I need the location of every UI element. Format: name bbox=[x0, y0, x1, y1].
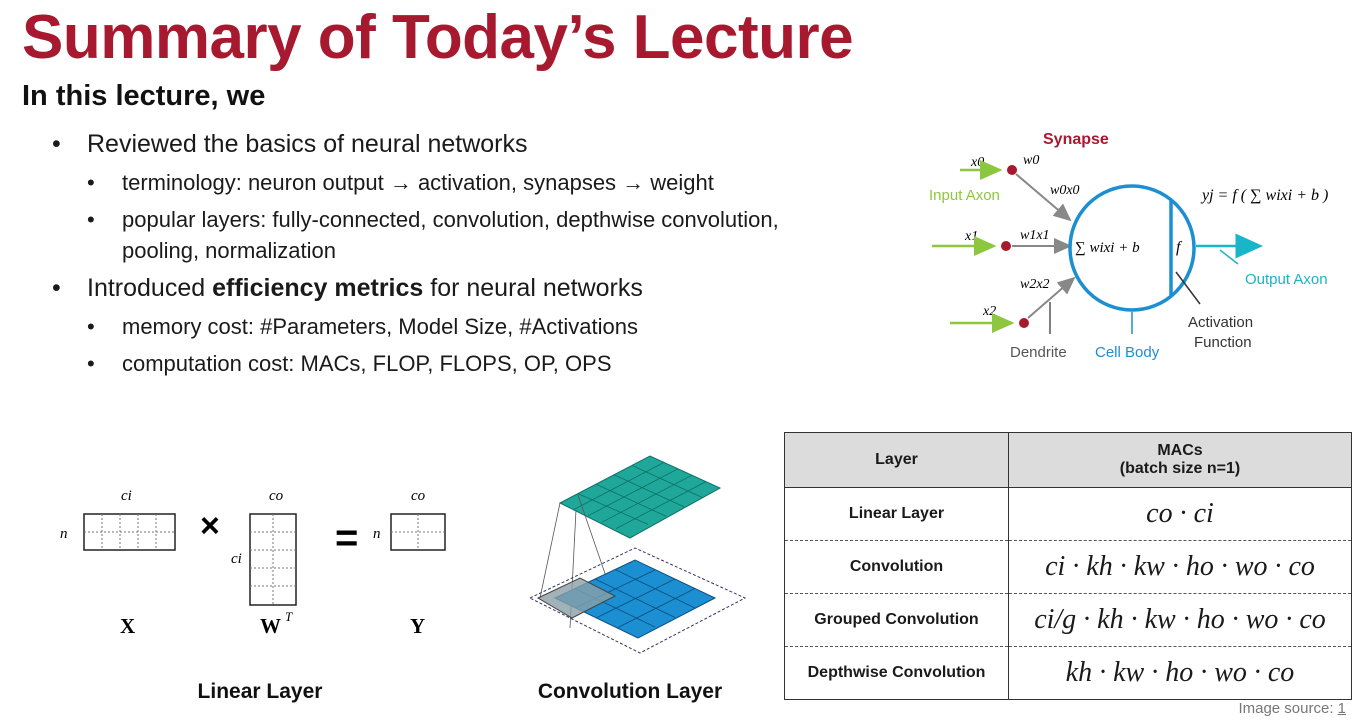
output-feature-map bbox=[558, 455, 722, 539]
image-source-label: Image source: bbox=[1238, 700, 1338, 717]
table-header-macs: MACs(batch size n=1) bbox=[1008, 432, 1352, 488]
synapse-dot-0 bbox=[1007, 165, 1017, 175]
row-layer-name: Grouped Convolution bbox=[784, 593, 1009, 647]
table-row: Linear Layer co · ci bbox=[784, 487, 1352, 541]
input-axon-label: Input Axon bbox=[929, 187, 1000, 204]
transpose-label: T bbox=[285, 609, 293, 624]
w0x0-label: w0x0 bbox=[1050, 183, 1080, 198]
output-equation: yj = f ( ∑ wixi + b ) bbox=[1200, 187, 1328, 204]
w2x2-label: w2x2 bbox=[1020, 277, 1050, 292]
convolution-diagram bbox=[528, 455, 747, 654]
bullet-efficiency-bold: efficiency metrics bbox=[212, 274, 424, 302]
image-source-note: Image source: 1 bbox=[1238, 700, 1346, 717]
macs-table: Layer MACs(batch size n=1) Linear Layer … bbox=[784, 432, 1352, 700]
x2-label: x2 bbox=[982, 304, 996, 319]
output-axon-label: Output Axon bbox=[1245, 271, 1328, 288]
x0-label: x0 bbox=[970, 155, 984, 170]
activation-label-2: Function bbox=[1194, 334, 1252, 351]
convolution-layer-caption: Convolution Layer bbox=[537, 680, 723, 703]
summary-list: Reviewed the basics of neural networks t… bbox=[50, 128, 850, 385]
synapse-dot-2 bbox=[1019, 318, 1029, 328]
cell-body-label: Cell Body bbox=[1095, 344, 1160, 361]
table-header-row: Layer MACs(batch size n=1) bbox=[784, 432, 1352, 488]
bullet-memory-cost: memory cost: #Parameters, Model Size, #A… bbox=[87, 311, 802, 342]
page-title: Summary of Today’s Lecture bbox=[22, 3, 854, 72]
table-header-macs-title: MACs bbox=[1157, 442, 1203, 459]
bullet-basics: Reviewed the basics of neural networks t… bbox=[50, 128, 850, 266]
bullet-terminology: terminology: neuron output → activation,… bbox=[87, 167, 802, 198]
row-layer-name: Depthwise Convolution bbox=[784, 646, 1009, 700]
bullet-efficiency-pre: Introduced bbox=[87, 274, 213, 302]
matrix-y bbox=[390, 513, 446, 551]
n-label-x: n bbox=[60, 526, 68, 542]
bullet-computation-cost: computation cost: MACs, FLOP, FLOPS, OP,… bbox=[87, 348, 802, 379]
bullet-popular-layers: popular layers: fully-connected, convolu… bbox=[87, 204, 802, 266]
linear-layer-caption: Linear Layer bbox=[197, 680, 323, 703]
neuron-diagram: Synapse Input Axon x0 w0 w0x0 x1 w1x1 x2… bbox=[929, 131, 1328, 361]
table-header-macs-sub: (batch size n=1) bbox=[1119, 460, 1241, 477]
row-macs-formula: kh · kw · ho · wo · co bbox=[1065, 657, 1295, 688]
w-matrix-label: W bbox=[260, 614, 281, 638]
bullet-efficiency-post: for neural networks bbox=[423, 274, 643, 302]
matrix-wt bbox=[249, 513, 297, 606]
row-layer-name: Linear Layer bbox=[784, 487, 1009, 541]
y-matrix-label: Y bbox=[410, 614, 425, 638]
synapse-dot-1 bbox=[1001, 241, 1011, 251]
table-row: Convolution ci · kh · kw · ho · wo · co bbox=[784, 540, 1352, 594]
w1x1-label: w1x1 bbox=[1020, 228, 1050, 243]
matrix-x bbox=[83, 513, 176, 551]
x-matrix-label: X bbox=[120, 614, 135, 638]
activation-label-1: Activation bbox=[1188, 314, 1253, 331]
f-label: f bbox=[1176, 239, 1183, 256]
image-source-link[interactable]: 1 bbox=[1337, 700, 1346, 717]
subtitle: In this lecture, we bbox=[22, 80, 266, 112]
times-symbol: × bbox=[200, 507, 220, 545]
dendrite-label: Dendrite bbox=[1010, 344, 1067, 361]
bullet-efficiency: Introduced efficiency metrics for neural… bbox=[50, 272, 850, 379]
input-feature-map bbox=[528, 547, 747, 654]
weight-arrow-2 bbox=[1027, 276, 1076, 319]
n-label-y: n bbox=[373, 526, 381, 542]
row-macs-formula: co · ci bbox=[1008, 487, 1352, 541]
table-row: Depthwise Convolution kh · kw · ho · wo … bbox=[784, 646, 1352, 700]
ci-side-label: ci bbox=[231, 551, 242, 567]
x1-label: x1 bbox=[964, 229, 978, 244]
table-row: Grouped Convolution ci/g · kh · kw · ho … bbox=[784, 593, 1352, 647]
co-top-label-y: co bbox=[411, 488, 426, 504]
synapse-label: Synapse bbox=[1043, 131, 1109, 148]
row-macs-formula: ci · kh · kw · ho · wo · co bbox=[1008, 540, 1352, 594]
activation-pointer bbox=[1175, 271, 1201, 305]
row-layer-name: Convolution bbox=[784, 540, 1009, 594]
w0-label: w0 bbox=[1023, 153, 1039, 168]
output-pointer bbox=[1219, 249, 1239, 265]
co-top-label: co bbox=[269, 488, 284, 504]
equals-symbol: = bbox=[335, 516, 358, 560]
linear-layer-diagram: ci n × co ci = n co X W T Y bbox=[60, 488, 446, 638]
sum-expression: ∑ wixi + b bbox=[1075, 240, 1140, 256]
row-macs-formula: ci/g · kh · kw · ho · wo · co bbox=[1008, 593, 1352, 647]
kernel-window bbox=[536, 577, 617, 619]
ci-top-label: ci bbox=[121, 488, 132, 504]
table-header-layer: Layer bbox=[784, 432, 1009, 488]
cell-body-circle bbox=[1068, 184, 1196, 312]
bullet-basics-text: Reviewed the basics of neural networks bbox=[87, 130, 528, 158]
weight-arrow-0 bbox=[1015, 173, 1072, 222]
